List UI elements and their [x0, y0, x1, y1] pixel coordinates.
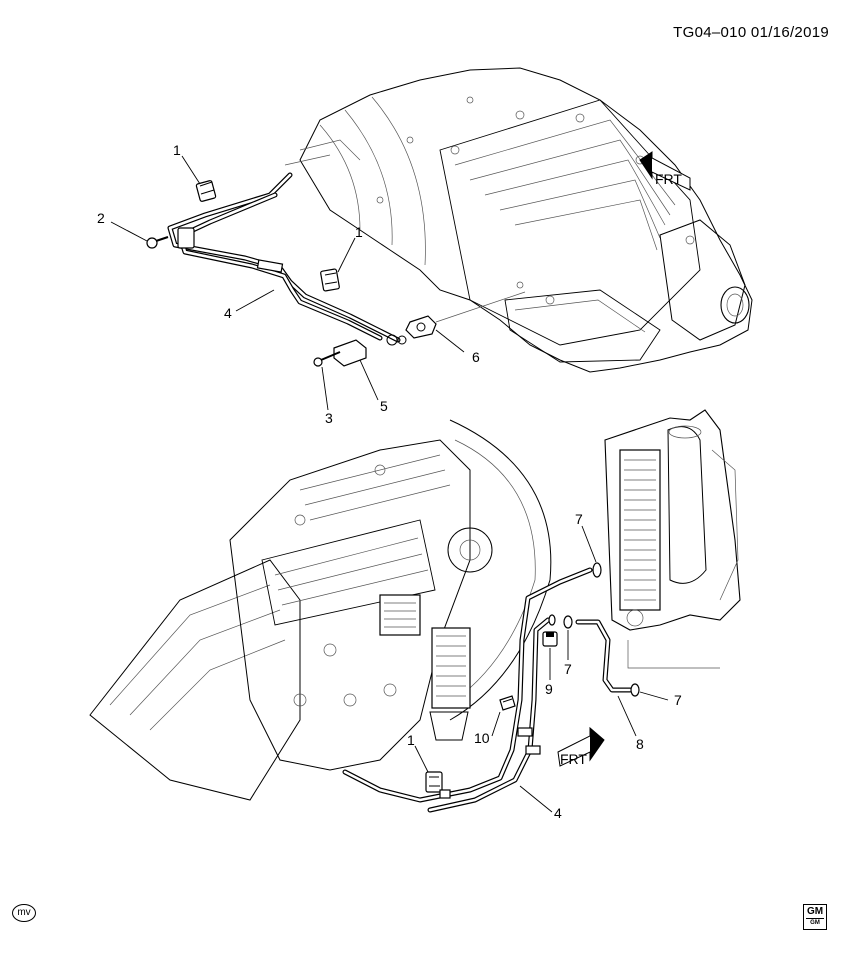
callout-1-mid: 1: [355, 224, 363, 240]
front-direction-arrow-bottom: FRT: [557, 726, 605, 767]
gm-logo-sub: GM: [806, 918, 824, 927]
callout-4-bottom: 4: [554, 805, 562, 821]
leader-lines: [110, 155, 669, 813]
callout-6: 6: [472, 349, 480, 365]
front-direction-arrow-top: FRT: [639, 151, 691, 191]
clip-part-top: [195, 180, 217, 202]
clip-part-bottom: [425, 771, 451, 799]
callout-5: 5: [380, 398, 388, 414]
callout-7-middle: 7: [564, 661, 572, 677]
bracket-part-6: [405, 291, 526, 339]
callout-2: 2: [97, 210, 105, 226]
clip-part-9: [542, 631, 558, 647]
seal-part-7b: [548, 614, 573, 629]
callout-4-top: 4: [224, 305, 232, 321]
transmission-illustration: [284, 67, 753, 373]
callout-7-upper: 7: [575, 511, 583, 527]
clip-part-mid: [320, 268, 340, 292]
callout-1-bottom: 1: [407, 732, 415, 748]
cooler-lines-top: [167, 172, 401, 343]
clip-part-10: [499, 695, 516, 711]
gm-logo: GM GM: [803, 904, 827, 930]
gm-logo-main: GM: [806, 906, 824, 917]
bolt-part-3: [313, 351, 341, 367]
callout-3: 3: [325, 410, 333, 426]
cooler-lines-bottom: [342, 567, 633, 813]
bolt-part-2: [146, 236, 169, 249]
callout-10: 10: [474, 730, 490, 746]
frt-label-top: FRT: [655, 171, 682, 187]
document-id: TG04–010 01/16/2019: [673, 24, 829, 41]
callout-9: 9: [545, 681, 553, 697]
radiator-illustration: [604, 409, 741, 669]
bracket-part-5: [333, 334, 407, 367]
frt-label-bottom: FRT: [560, 751, 587, 767]
callout-8: 8: [636, 736, 644, 752]
mv-logo: mv: [12, 904, 36, 922]
callout-7-lower: 7: [674, 692, 682, 708]
callout-1-top: 1: [173, 142, 181, 158]
seal-part-7c: [630, 683, 640, 697]
engine-illustration: [89, 419, 552, 801]
seal-part-7a: [592, 562, 602, 578]
